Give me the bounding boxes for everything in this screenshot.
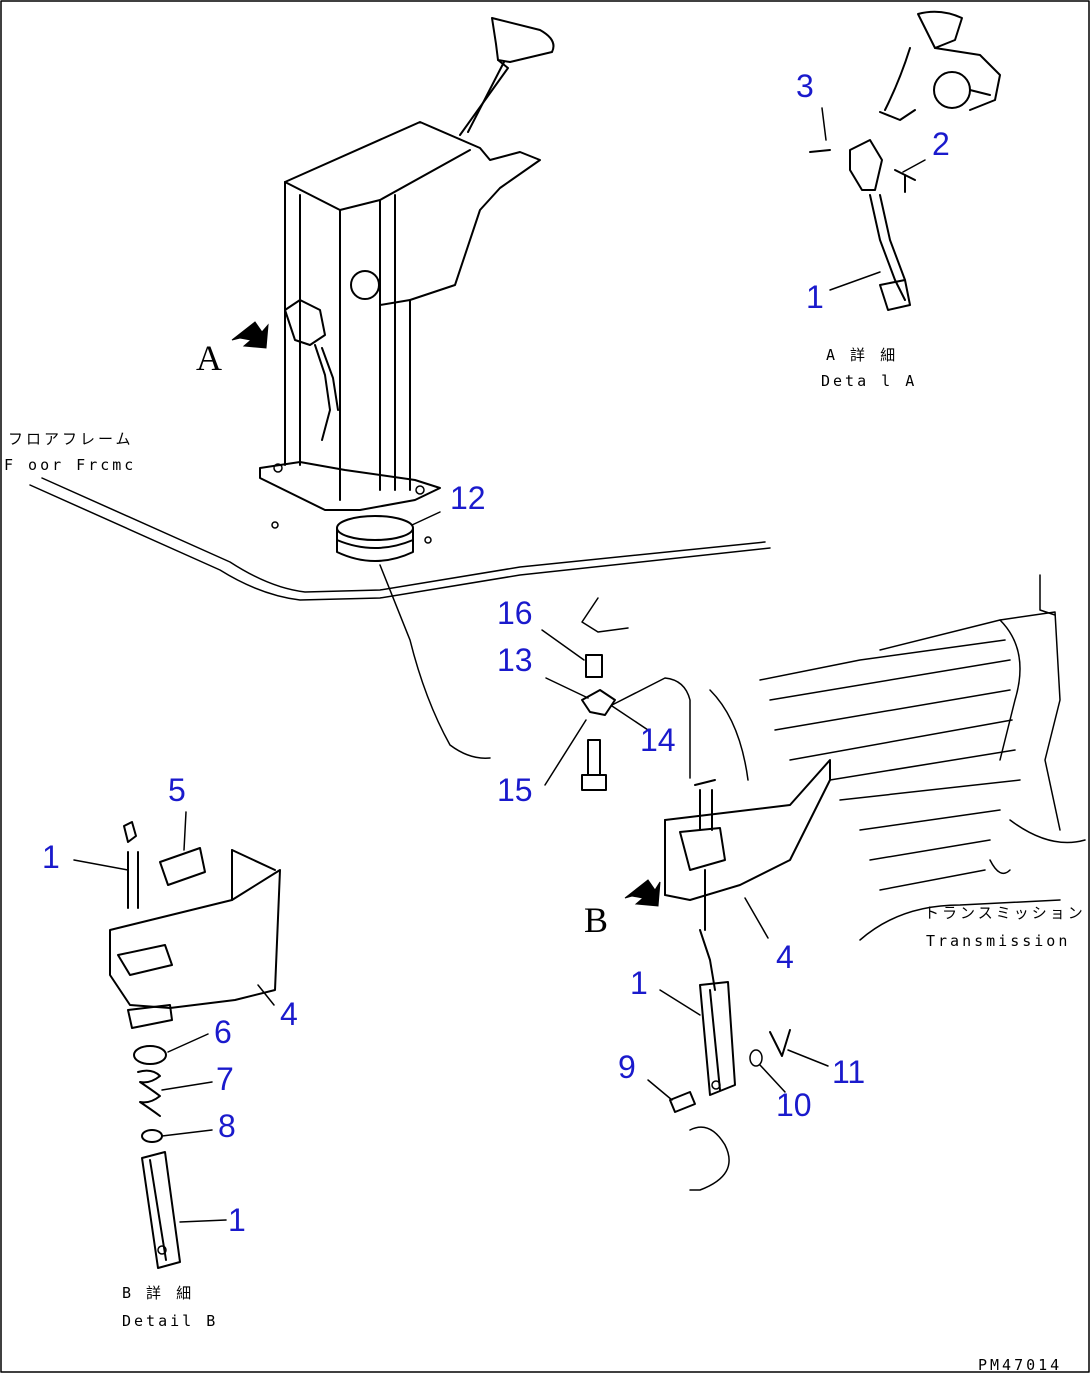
detail-b bbox=[109, 821, 281, 1269]
washer-6 bbox=[133, 1045, 167, 1065]
callout-15: 15 bbox=[497, 772, 533, 808]
base-plate bbox=[259, 461, 441, 511]
bracket-left bbox=[109, 869, 281, 1009]
transmission-en: Transmission bbox=[926, 932, 1070, 950]
detail-b-jp: B 詳 細 bbox=[122, 1284, 194, 1302]
callout-4r: 4 bbox=[776, 939, 794, 975]
callout-4b: 4 bbox=[280, 996, 298, 1032]
detail-a-en: Deta l A bbox=[821, 372, 917, 390]
detail-a bbox=[809, 10, 1001, 311]
stand-top bbox=[284, 121, 541, 306]
callout-2a: 2 bbox=[932, 126, 950, 162]
washer-8 bbox=[141, 1129, 163, 1143]
callout-9: 9 bbox=[618, 1049, 636, 1085]
cotter-pin-11 bbox=[769, 1029, 791, 1057]
detail-a-jp: A 詳 細 bbox=[826, 346, 898, 364]
callout-16: 16 bbox=[497, 595, 533, 631]
cable-route bbox=[379, 564, 491, 759]
rod-end-right bbox=[699, 981, 736, 1096]
callout-1b1: 1 bbox=[42, 839, 60, 875]
bolt-15 bbox=[587, 739, 601, 776]
spacer-16 bbox=[585, 654, 603, 678]
callout-12: 12 bbox=[450, 480, 486, 516]
grommet bbox=[336, 515, 414, 541]
bracket-16 bbox=[581, 597, 629, 633]
transmission-body bbox=[709, 574, 1086, 941]
floor-frame-jp: フロアフレーム bbox=[8, 430, 134, 448]
arrow-a-icon bbox=[231, 321, 269, 349]
callout-14: 14 bbox=[640, 722, 676, 758]
detail-b-en: Detail B bbox=[122, 1312, 218, 1330]
floor-frame-en: F oor Frcmc bbox=[4, 456, 136, 474]
pivot-knob bbox=[350, 270, 380, 300]
callout-13: 13 bbox=[497, 642, 533, 678]
callout-11: 11 bbox=[832, 1054, 865, 1090]
rod-end-left bbox=[141, 1151, 181, 1269]
washer-10 bbox=[749, 1049, 763, 1067]
cable-right bbox=[611, 677, 691, 779]
lever-arm bbox=[284, 299, 326, 346]
callout-1a: 1 bbox=[806, 279, 824, 315]
callout-1b2: 1 bbox=[228, 1202, 246, 1238]
bolt-5 bbox=[159, 847, 206, 886]
bracket-right bbox=[664, 759, 831, 991]
spring-7 bbox=[137, 1069, 161, 1117]
lever-rod bbox=[459, 59, 509, 136]
clevis bbox=[849, 139, 883, 191]
callout-3a: 3 bbox=[796, 68, 814, 104]
pin-9 bbox=[669, 1091, 696, 1113]
callout-10: 10 bbox=[776, 1087, 812, 1123]
clamp-13 bbox=[581, 689, 616, 716]
callout-5: 5 bbox=[168, 772, 186, 808]
drawing-code: PM47014 bbox=[978, 1356, 1062, 1373]
callout-1r: 1 bbox=[630, 965, 648, 1001]
lever-stand bbox=[259, 17, 555, 562]
arrow-b-icon bbox=[624, 879, 661, 907]
leader-lines bbox=[73, 511, 829, 1223]
view-b-marker: B bbox=[584, 900, 608, 940]
lever-handle bbox=[491, 17, 555, 63]
callout-7: 7 bbox=[216, 1061, 234, 1097]
callout-6: 6 bbox=[214, 1014, 232, 1050]
floor-frame-edge bbox=[29, 484, 771, 601]
transmission-jp: トランスミッション bbox=[924, 904, 1086, 922]
view-a-marker: A bbox=[196, 338, 222, 378]
callout-8: 8 bbox=[218, 1108, 236, 1144]
callout-numbers: 1 2 3 12 16 13 14 15 4 1 9 10 11 1 5 4 6… bbox=[42, 68, 950, 1238]
